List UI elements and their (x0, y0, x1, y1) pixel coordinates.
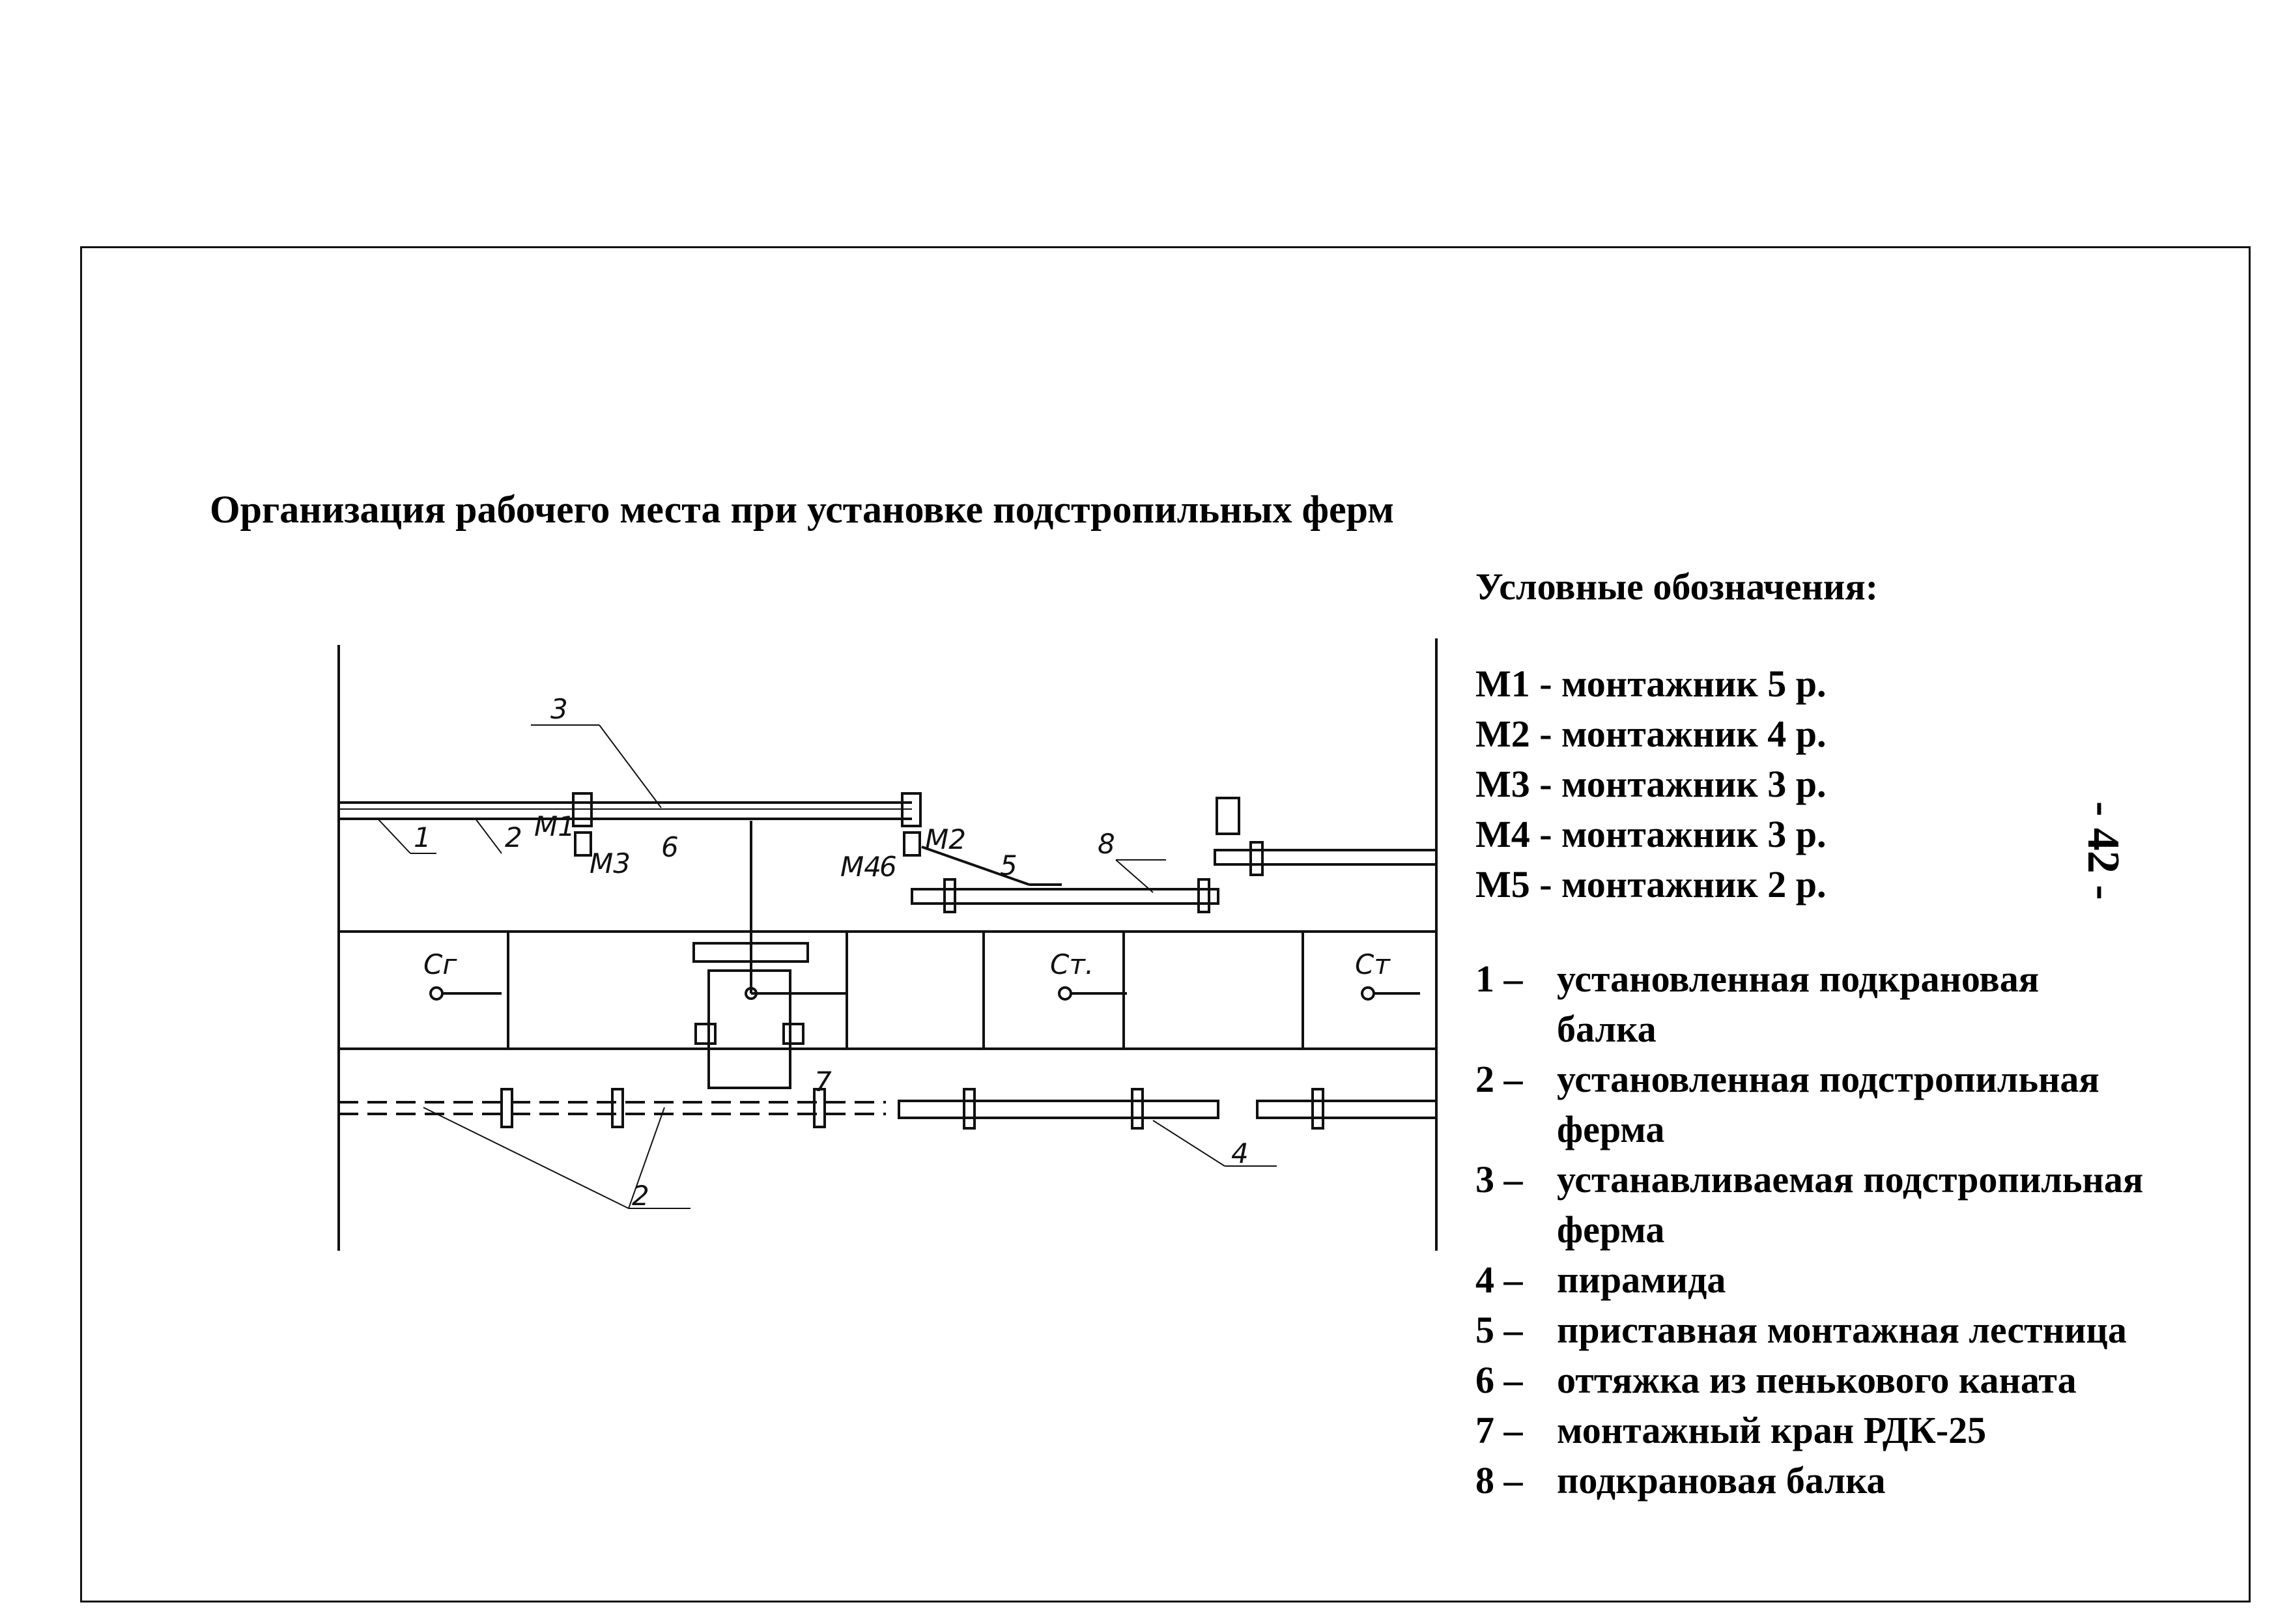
worker-m4: М4 - монтажник 3 р. (1475, 813, 1827, 855)
axis-mark-ct2: Ст (1355, 948, 1391, 980)
callout-1: 1 (414, 821, 431, 853)
callout-2b: 2 (632, 1180, 649, 1212)
callout-5: 5 (1000, 849, 1017, 881)
legend-item-2: 2 – установленная подстропильная (1475, 1058, 2099, 1100)
worker-list: М1 - монтажник 5 р. М2 - монтажник 4 р. … (1475, 659, 2244, 909)
worker-m5: М5 - монтажник 2 р. (1475, 863, 1827, 905)
legend-items: 1 – установленная подкрановая балка 2 – … (1475, 954, 2244, 1505)
page-frame (80, 246, 2251, 1603)
callout-6: 6 (661, 831, 679, 863)
page-number: - 42 - (2078, 801, 2128, 900)
legend-item-2-continued: ферма (1557, 1108, 1665, 1150)
site-plan-diagram: 3 1 2 М1 М3 6 М2 М4 6 5 8 Сг Ст. Ст 7 2 … (337, 638, 1438, 1251)
worker-m1-label: М1 (534, 810, 575, 842)
worker-m2: М2 - монтажник 4 р. (1475, 713, 1827, 755)
worker-m2-label: М2 (925, 823, 966, 855)
callout-8: 8 (1098, 828, 1115, 860)
legend-item-6: 6 – оттяжка из пенькового каната (1475, 1359, 2077, 1401)
legend-item-3: 3 – устанавливаемая подстропильная (1475, 1158, 2144, 1201)
axis-mark-cg: Сг (423, 948, 457, 980)
worker-m3: М3 - монтажник 3 р. (1475, 763, 1827, 805)
legend-item-5: 5 – приставная монтажная лестница (1475, 1309, 2127, 1351)
legend-item-4: 4 – пирамида (1475, 1259, 1726, 1301)
legend-heading: Условные обозначения: (1475, 565, 1879, 608)
callout-4: 4 (1231, 1137, 1249, 1169)
worker-m3-label: М3 (590, 848, 631, 879)
axis-mark-ct1: Ст. (1050, 948, 1094, 980)
legend-item-1: 1 – установленная подкрановая (1475, 958, 2040, 1000)
worker-m1: М1 - монтажник 5 р. (1475, 662, 1827, 705)
legend: Условные обозначения: М1 - монтажник 5 р… (1475, 562, 2244, 1505)
callout-6b: 6 (879, 851, 897, 883)
legend-item-7: 7 – монтажный кран РДК-25 (1475, 1409, 1987, 1451)
legend-item-1-continued: балка (1557, 1008, 1657, 1050)
legend-item-3-continued: ферма (1557, 1208, 1665, 1251)
callout-7: 7 (814, 1066, 832, 1098)
worker-m4-label: М4 (840, 851, 881, 883)
page-title: Организация рабочего места при установке… (210, 488, 1394, 531)
callout-2: 2 (505, 821, 522, 853)
legend-item-8: 8 – подкрановая балка (1475, 1459, 1886, 1502)
callout-3: 3 (550, 693, 568, 725)
